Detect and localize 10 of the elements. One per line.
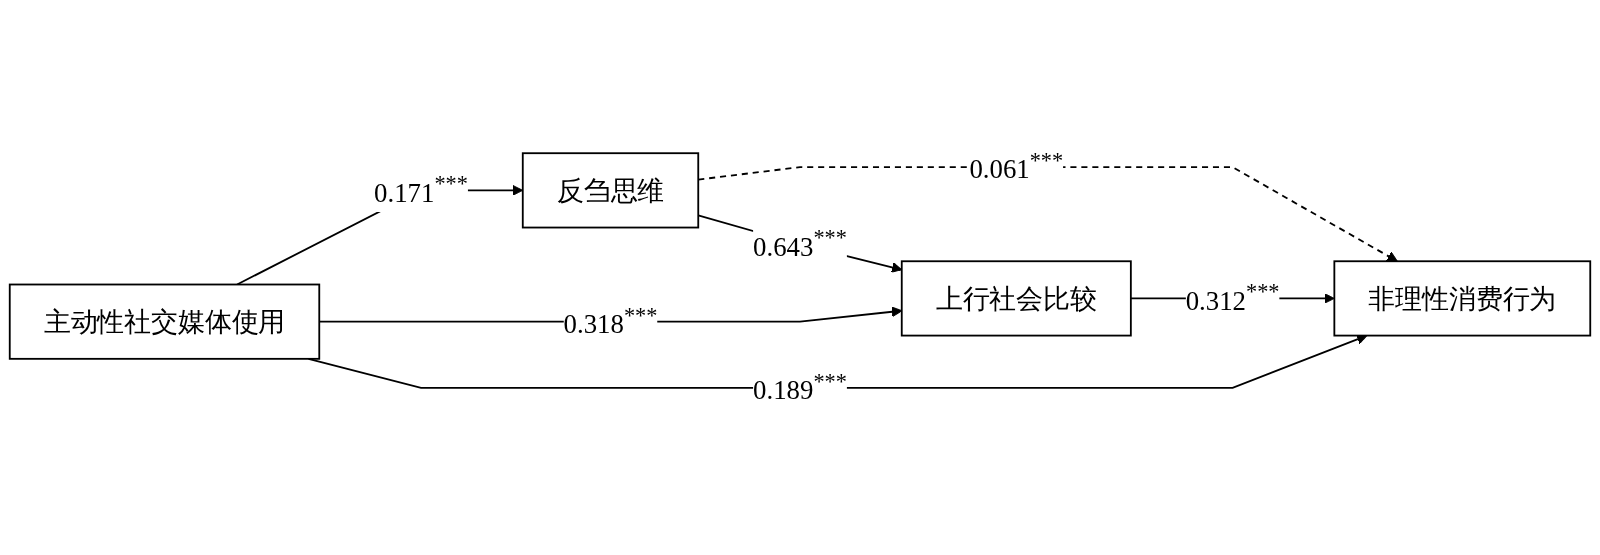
edge-label: 0.061$^{***}$ (969, 148, 1064, 185)
edge-label: 0.171$^{***}$ (374, 171, 468, 208)
edge-label: 0.643$^{***}$ (753, 225, 847, 262)
node-box: 反刍思维 (521, 152, 700, 229)
node-box: 非理性消费行为 (1333, 260, 1592, 337)
node-box: 主动性社交媒体使用 (8, 283, 321, 360)
edge-label: 0.189$^{***}$ (753, 369, 847, 406)
node-box: 上行社会比较 (900, 260, 1132, 337)
edge-label: 0.312$^{***}$ (1185, 279, 1280, 316)
edge-label: 0.318$^{***}$ (563, 303, 658, 339)
